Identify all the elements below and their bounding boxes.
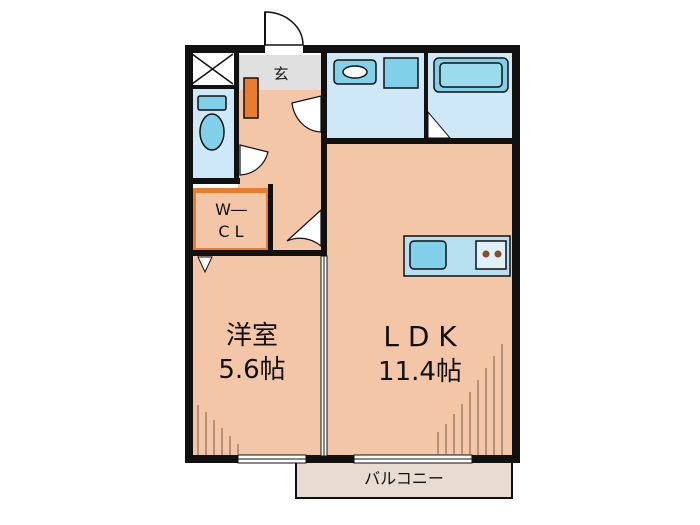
pipe-shaft-x2	[191, 53, 234, 85]
kitchen-counter	[403, 235, 511, 277]
ldk-floor	[326, 142, 515, 458]
balcony-label: バルコニー	[364, 469, 444, 488]
western-room-size: 5.6帖	[218, 355, 285, 385]
floor-light-rays-ldk	[437, 344, 503, 455]
closet-label-line2: C L	[218, 222, 243, 241]
entrance-door-swing	[264, 11, 304, 46]
toilet-icon	[197, 95, 227, 151]
toilet-door-swing	[239, 144, 269, 176]
floor-light-rays-western	[197, 405, 239, 455]
balcony-area	[295, 457, 513, 499]
closet-label-line1: W―	[215, 200, 247, 219]
closet-inner	[196, 193, 266, 248]
bathtub-icon	[433, 57, 509, 93]
washroom-door-swing	[291, 95, 322, 133]
walls	[185, 45, 520, 463]
western-room-name: 洋室	[226, 321, 278, 351]
ldk-name: L D K	[383, 320, 457, 353]
entrance-opening	[265, 45, 303, 53]
bathroom-door-swing	[427, 110, 452, 139]
western-door-marker	[197, 256, 213, 274]
stove-burner-icon	[482, 250, 490, 258]
ldk-door-swing	[286, 208, 322, 248]
stove-burner-icon	[494, 250, 502, 258]
washbasin-icon	[333, 59, 377, 85]
shoe-cabinet	[243, 77, 259, 119]
washing-machine-icon	[383, 57, 419, 89]
entrance-label: 玄	[273, 65, 288, 83]
ldk-size: 11.4帖	[378, 357, 462, 387]
western-room-floor	[188, 255, 326, 458]
